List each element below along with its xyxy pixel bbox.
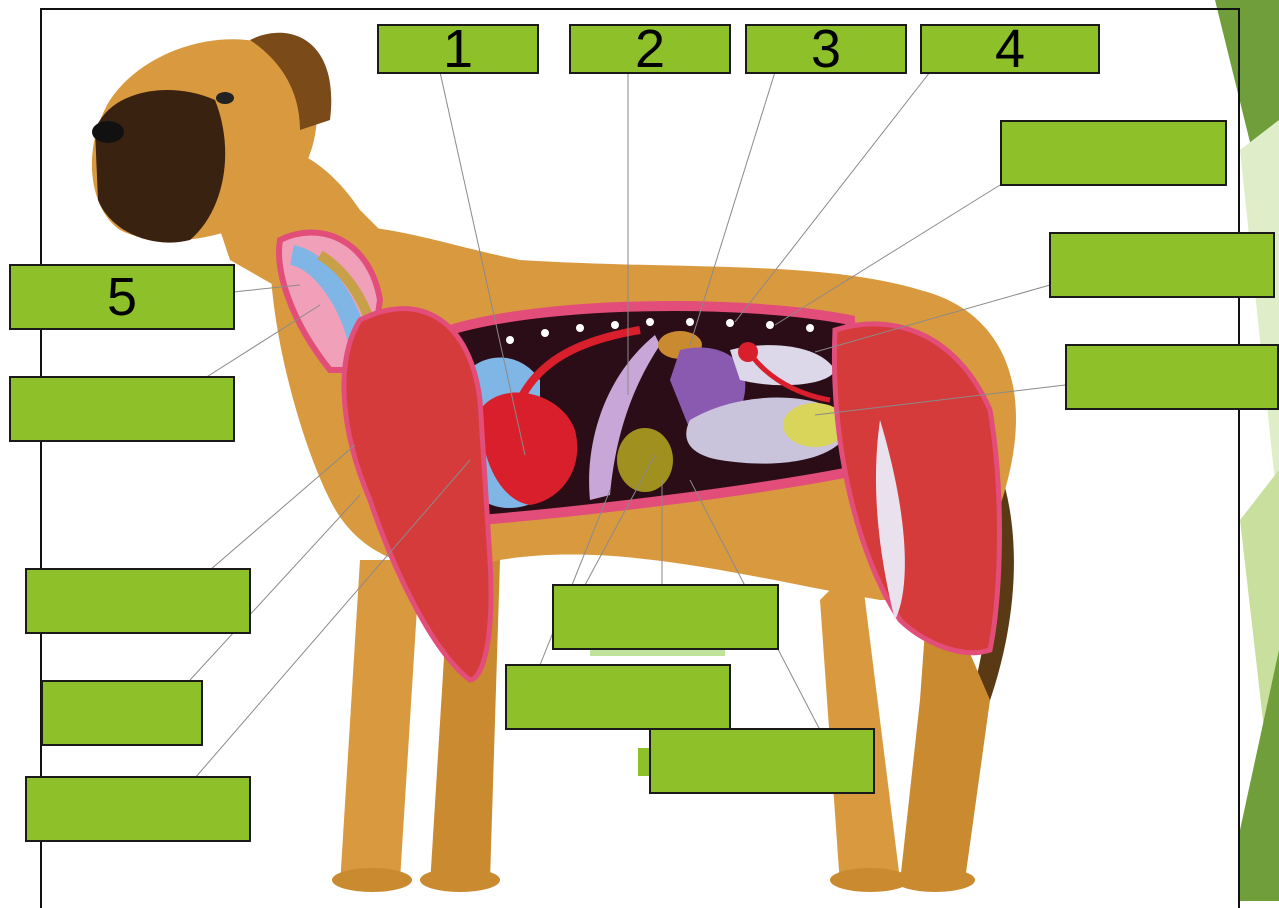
label-box-empty[interactable]: [649, 728, 875, 794]
label-box-empty[interactable]: [505, 664, 731, 730]
label-box-empty[interactable]: [25, 568, 251, 634]
label-3-text: 3: [811, 22, 841, 76]
label-box-empty[interactable]: [41, 680, 203, 746]
label-box-2[interactable]: 2: [569, 24, 731, 74]
label-box-empty[interactable]: [1000, 120, 1227, 186]
label-box-empty[interactable]: [9, 376, 235, 442]
label-box-empty[interactable]: [1049, 232, 1275, 298]
label-5-text: 5: [107, 270, 137, 324]
label-box-5[interactable]: 5: [9, 264, 235, 330]
label-box-3[interactable]: 3: [745, 24, 907, 74]
label-box-empty[interactable]: [1065, 344, 1279, 410]
label-box-empty[interactable]: [552, 584, 779, 650]
label-1-text: 1: [443, 22, 473, 76]
label-box-empty[interactable]: [25, 776, 251, 842]
label-4-text: 4: [995, 22, 1025, 76]
label-2-text: 2: [635, 22, 665, 76]
label-box-4[interactable]: 4: [920, 24, 1100, 74]
label-box-1[interactable]: 1: [377, 24, 539, 74]
